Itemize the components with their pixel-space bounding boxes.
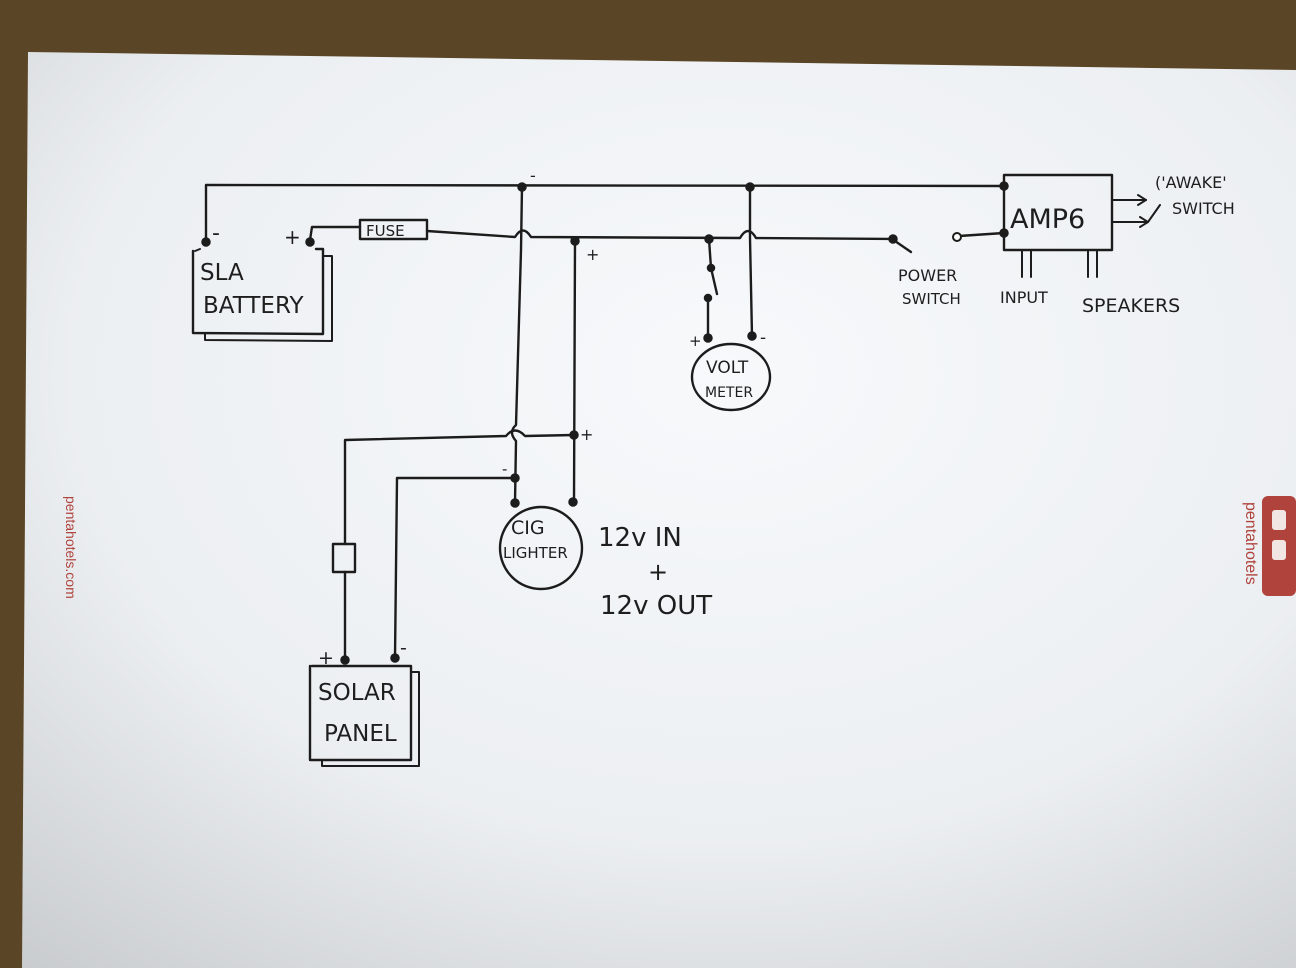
battery-label-line2: BATTERY — [203, 293, 304, 319]
input-label: INPUT — [1000, 288, 1048, 307]
battery-pos-mark: + — [284, 225, 301, 249]
cig-lighter-pos-mark: + — [580, 425, 593, 444]
volt-meter-label-line1: VOLT — [706, 358, 749, 378]
pos-tap-mark: + — [586, 245, 599, 264]
battery-label-line1: SLA — [200, 260, 244, 286]
volt-meter-label-line2: METER — [705, 385, 753, 401]
neg-bus-mark: - — [530, 166, 536, 185]
paper-sheet — [22, 52, 1296, 968]
cig-lighter-label-line1: CIG — [511, 517, 545, 539]
volt-meter-neg-mark: - — [760, 328, 766, 348]
volt-meter-pos-mark: + — [689, 332, 702, 350]
awake-switch-label-line2: SWITCH — [1172, 199, 1235, 218]
watermark-left: pentahotels.com — [63, 496, 79, 599]
solar-inline-fuse — [331, 542, 357, 574]
cig-lighter-neg-mark: - — [502, 460, 507, 478]
power-switch: POWER SWITCH — [898, 266, 961, 308]
solar-panel-label-line1: SOLAR — [318, 680, 396, 706]
watermark-right: pentahotels — [1242, 496, 1296, 596]
fuse-label: FUSE — [366, 222, 405, 240]
sla-battery: SLA BATTERY - + — [191, 221, 333, 342]
volt-meter: VOLT METER + - — [689, 328, 772, 412]
awake-switch-label-line1: ('AWAKE' — [1155, 173, 1227, 192]
cig-lighter: CIG LIGHTER - + — [498, 425, 593, 591]
power-switch-label-line1: POWER — [898, 266, 957, 285]
solar-panel: SOLAR PANEL + - — [308, 637, 420, 767]
note-line1: 12v IN — [598, 523, 682, 553]
battery-neg-mark: - — [212, 221, 220, 246]
note-line2: + — [648, 558, 668, 586]
solar-panel-neg-mark: - — [400, 637, 407, 659]
watermark-right-text: pentahotels — [1242, 502, 1259, 585]
awake-switch: ('AWAKE' SWITCH — [1155, 173, 1235, 218]
amp6: AMP6 — [1002, 173, 1114, 252]
speakers-label: SPEAKERS — [1082, 295, 1180, 317]
fuse: FUSE — [358, 218, 429, 241]
solar-panel-label-line2: PANEL — [324, 721, 397, 747]
wires — [204, 183, 1161, 662]
note-line3: 12v OUT — [600, 591, 712, 621]
cig-lighter-label-line2: LIGHTER — [503, 544, 568, 562]
voltage-note: 12v IN + 12v OUT — [598, 523, 712, 621]
awake-switch-arrows — [1137, 194, 1149, 228]
power-switch-label-line2: SWITCH — [902, 290, 961, 308]
amp-label: AMP6 — [1010, 204, 1085, 235]
solar-panel-pos-mark: + — [318, 647, 334, 669]
